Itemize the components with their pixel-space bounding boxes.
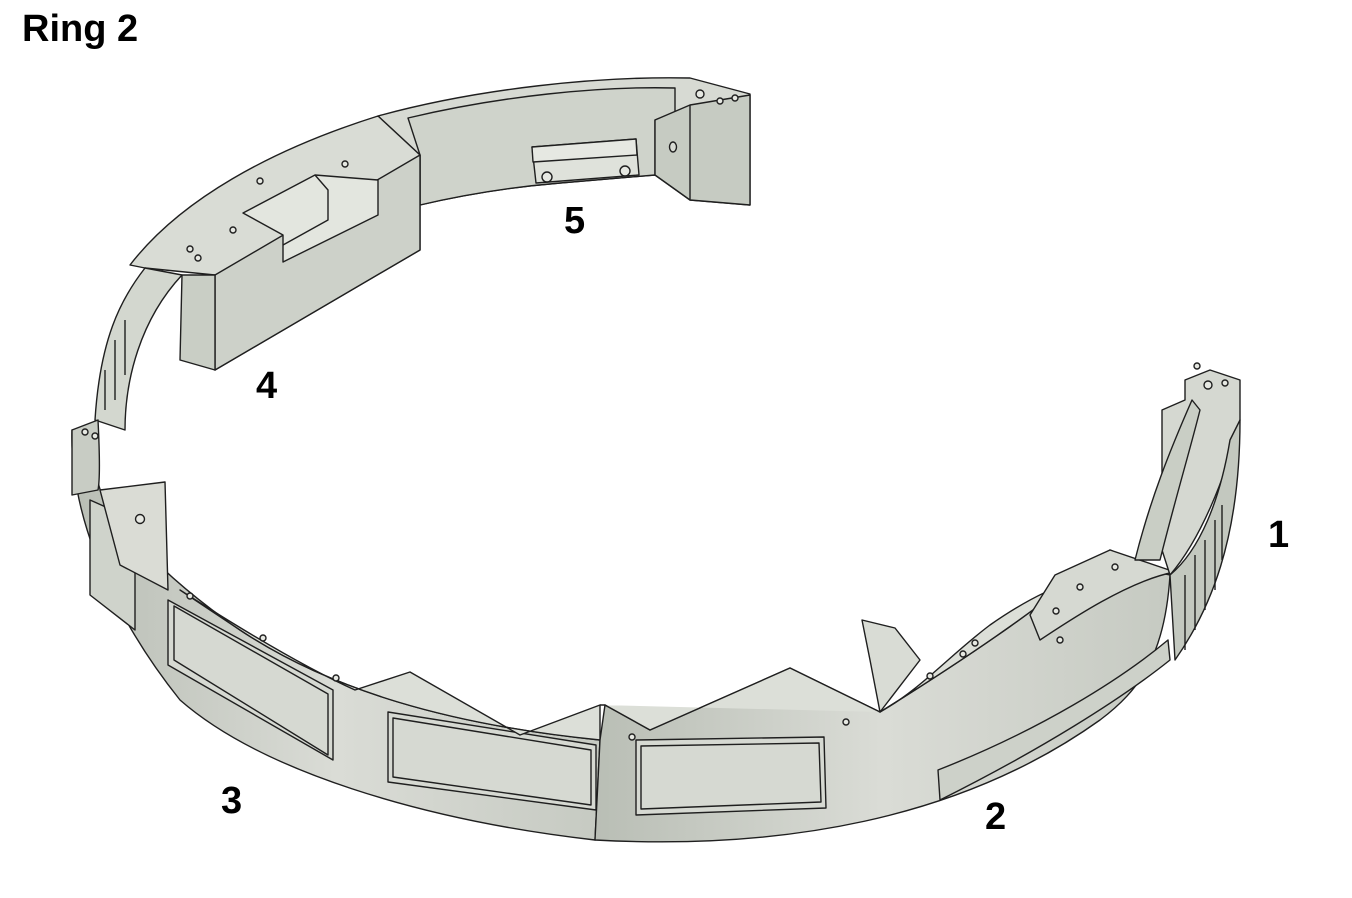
segment-2-part <box>594 549 1176 843</box>
segment-label-2: 2 <box>985 796 1007 838</box>
segment-label-1: 1 <box>1268 514 1290 556</box>
segment-1-part <box>1134 362 1241 661</box>
segment-3-part <box>71 419 601 841</box>
segment-label-4: 4 <box>256 365 278 407</box>
segment-label-3: 3 <box>221 780 243 822</box>
segment-5-part <box>377 77 751 206</box>
segment-label-5: 5 <box>564 200 586 242</box>
diagram-title: Ring 2 <box>22 8 139 50</box>
segment-4-part <box>94 115 421 431</box>
